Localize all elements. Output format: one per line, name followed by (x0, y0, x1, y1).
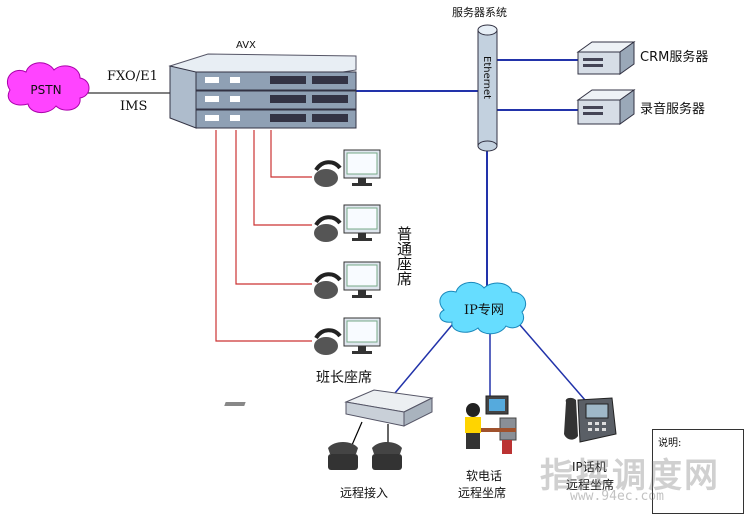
ip-phone-label-line1: IP话机 (572, 460, 607, 474)
watermark-url: www.94ec.com (570, 489, 664, 504)
pstn-label: PSTN (30, 83, 61, 97)
agent-seat (314, 149, 381, 187)
crm-server: CRM服务器 (576, 41, 708, 75)
monitor-icon (343, 149, 381, 186)
softphone-user-icon (465, 395, 517, 454)
softphone-label-line1: 软电话 (466, 469, 502, 483)
ip-phone-label-line2: 远程坐席 (566, 477, 614, 492)
legend-box: 说明: (652, 429, 744, 514)
ethernet-pipe: Ethernet (477, 24, 498, 152)
softphone-label-line2: 远程坐席 (458, 485, 506, 500)
ip-phone-icon (564, 397, 617, 443)
ip-network-label: IP专网 (464, 303, 504, 318)
agent-seat (314, 261, 381, 299)
ethernet-label: Ethernet (481, 56, 492, 99)
recording-server-label: 录音服务器 (640, 101, 705, 117)
avx-seat4-link (215, 130, 312, 342)
gateway-icon (224, 389, 434, 427)
server-icon (576, 89, 636, 125)
remote-access-label: 远程接入 (340, 485, 388, 500)
crm-server-label: CRM服务器 (640, 49, 708, 65)
regular-seats-label: 普通座席 (395, 226, 413, 286)
ipnet-gateway-link (394, 324, 453, 394)
gateway-phone1-link (351, 421, 363, 446)
server-system-label: 服务器系统 (452, 6, 507, 19)
pstn-cloud: PSTN (6, 62, 90, 113)
server-icon (576, 41, 636, 75)
agent-seats (314, 149, 381, 355)
avx-seat2-link (253, 130, 312, 226)
avx-seat3-link (235, 130, 312, 285)
desk-phone-icon (314, 272, 342, 299)
ip-network-cloud: IP专网 (439, 282, 527, 335)
agent-seat (314, 204, 381, 242)
monitor-seat-label: 班长座席 (316, 370, 372, 386)
watermark-text: 指挥调度网 (540, 456, 720, 496)
desk-phone-icon (314, 215, 342, 242)
avx-seat1-link (270, 130, 312, 178)
fxo-e1-label: FXO/E1 (107, 69, 158, 84)
avx-label: AVX (236, 40, 256, 51)
desk-phone-icon (314, 160, 342, 187)
desk-phone-icon (314, 328, 342, 355)
monitor-icon (343, 317, 381, 354)
monitor-icon (343, 261, 381, 298)
legend-title: 说明: (658, 438, 682, 449)
connection-lines (85, 59, 586, 446)
network-chassis-icon (168, 53, 357, 129)
ims-label: IMS (120, 99, 147, 114)
desk-phone-icon (372, 442, 402, 470)
ipnet-ipphone-link (519, 324, 586, 401)
monitor-seat (314, 317, 381, 355)
monitor-icon (343, 204, 381, 241)
desk-phone-icon (328, 442, 358, 470)
recording-server: 录音服务器 (576, 89, 705, 125)
